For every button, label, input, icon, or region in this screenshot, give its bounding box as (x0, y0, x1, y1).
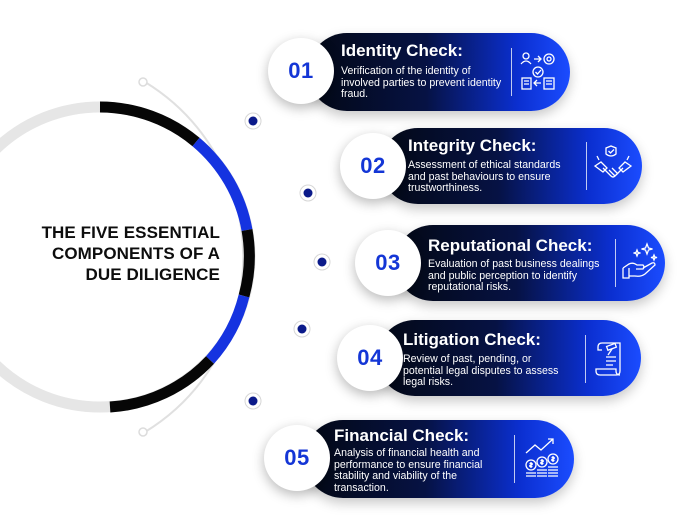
card-divider (586, 142, 587, 190)
component-description: Evaluation of past business dealings and… (428, 258, 600, 294)
arc-end-dot (138, 427, 148, 437)
diagram-title: THE FIVE ESSENTIAL COMPONENTS OF A DUE D… (14, 222, 220, 285)
inner-ring-dark-top (99, 101, 200, 147)
inner-ring-dark-mid (238, 229, 255, 298)
card-pill (308, 33, 570, 111)
component-card-integrity: 02 Integrity Check: Assessment of ethica… (340, 128, 642, 204)
arc-end-dot (138, 77, 148, 87)
card-divider (514, 435, 515, 483)
card-pill (380, 128, 642, 204)
component-heading: Financial Check: (334, 426, 470, 445)
title-line: THE FIVE ESSENTIAL (41, 223, 220, 242)
component-number: 04 (357, 345, 383, 370)
component-heading: Integrity Check: (408, 136, 537, 155)
component-number: 05 (284, 445, 310, 470)
component-card-reputational: 03 Reputational Check: Evaluation of pas… (355, 225, 665, 301)
number-badge: 03 (355, 230, 421, 296)
card-pill (377, 320, 641, 396)
card-divider (511, 48, 512, 96)
arc-marker (299, 184, 317, 202)
handshake-icon (593, 144, 633, 188)
financial-growth-icon (523, 437, 561, 481)
component-heading: Identity Check: (341, 41, 463, 60)
inner-ring-blue-2 (205, 294, 250, 364)
number-badge: 05 (264, 425, 330, 491)
number-badge: 04 (337, 325, 403, 391)
title-line: DUE DILIGENCE (85, 265, 220, 284)
card-pill (395, 225, 665, 301)
component-number: 01 (288, 58, 314, 83)
number-badge: 01 (268, 38, 334, 104)
hand-stars-icon (621, 240, 659, 284)
component-card-financial: 05 Financial Check: Analysis of financia… (264, 420, 574, 498)
component-number: 03 (375, 250, 401, 275)
component-heading: Reputational Check: (428, 236, 593, 255)
number-badge: 02 (340, 133, 406, 199)
component-description: Analysis of financial health and perform… (334, 447, 483, 494)
inner-ring-blue-1 (192, 137, 253, 232)
component-heading: Litigation Check: (403, 330, 541, 349)
arc-marker (313, 253, 331, 271)
component-description: Review of past, pending, or potential le… (403, 353, 559, 389)
card-divider (615, 239, 616, 287)
arc-marker (293, 320, 311, 338)
arc-marker (244, 112, 262, 130)
component-description: Verification of the identity of involved… (341, 65, 502, 101)
title-line: COMPONENTS OF A (51, 244, 220, 263)
inner-ring-dark-bottom (109, 356, 215, 413)
component-card-litigation: 04 Litigation Check: Review of past, pen… (337, 320, 641, 396)
component-description: Assessment of ethical standards and past… (408, 159, 561, 195)
component-number: 02 (360, 153, 386, 178)
legal-scroll-icon (593, 337, 629, 381)
card-divider (585, 335, 586, 383)
card-pill (304, 420, 574, 498)
outer-arc (144, 81, 245, 433)
identity-check-icon (519, 50, 557, 94)
component-card-identity: 01 Identity Check: Verification of the i… (268, 33, 570, 111)
arc-marker (244, 392, 262, 410)
